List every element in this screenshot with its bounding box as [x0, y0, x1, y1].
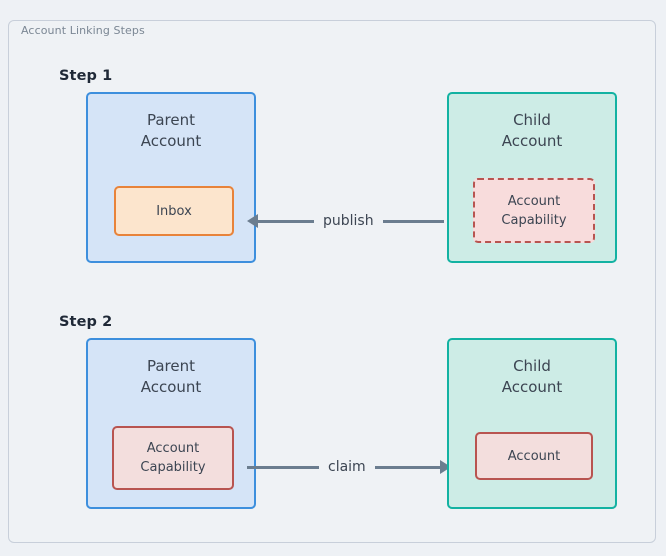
step-1-arrow-label: publish: [323, 213, 374, 229]
arrow-line-segment: [382, 219, 444, 223]
step-2-arrow-label: claim: [328, 459, 366, 475]
step-1-inbox-chip: Inbox: [114, 186, 234, 236]
step-2-parent-account-title: Parent Account: [140, 357, 202, 396]
arrow-line-segment: [374, 465, 440, 469]
arrow-head-right-icon: [439, 460, 451, 474]
step-2-label: Step 2: [59, 314, 113, 330]
step-1-label: Step 1: [59, 68, 113, 84]
step-2-claim-arrow: claim: [247, 457, 451, 477]
step-1-account-capability-chip: Account Capability: [473, 178, 595, 243]
step-2-account-chip: Account: [475, 432, 593, 480]
step-1-parent-account-title: Parent Account: [140, 111, 202, 150]
arrow-line-segment: [247, 465, 319, 469]
step-2-parent-account-box: Parent Account Account Capability: [86, 338, 256, 509]
arrow-line-segment: [258, 219, 314, 223]
step-2-child-account-box: Child Account Account: [447, 338, 617, 509]
step-2-child-account-title: Child Account: [501, 357, 563, 396]
step-1-child-account-box: Child Account Account Capability: [447, 92, 617, 263]
step-1-child-account-title: Child Account: [501, 111, 563, 150]
step-1-publish-arrow: publish: [247, 211, 444, 231]
diagram-frame: Account Linking Steps Step 1 Parent Acco…: [8, 20, 656, 543]
step-2-account-capability-chip: Account Capability: [112, 426, 234, 490]
diagram-title: Account Linking Steps: [21, 24, 145, 37]
arrow-head-left-icon: [247, 214, 258, 228]
step-1-parent-account-box: Parent Account Inbox: [86, 92, 256, 263]
